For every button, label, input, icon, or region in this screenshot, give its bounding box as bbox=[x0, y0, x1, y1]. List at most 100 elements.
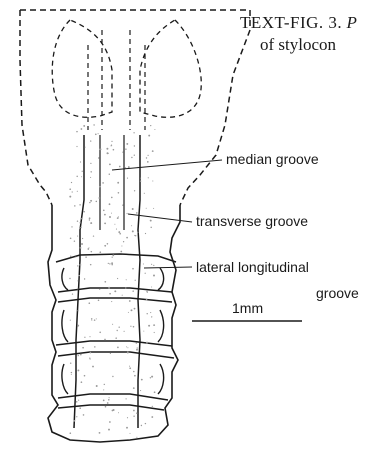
stipple-dot bbox=[99, 432, 101, 434]
stipple-dot bbox=[92, 366, 94, 368]
column-dashed-left bbox=[88, 30, 102, 130]
stipple-dot bbox=[147, 155, 148, 156]
stipple-dot bbox=[131, 157, 132, 158]
stipple-dot bbox=[108, 263, 109, 264]
stipple-dot bbox=[112, 324, 113, 325]
stipple-dot bbox=[119, 166, 121, 168]
stipple-dot bbox=[152, 406, 153, 407]
inner-lobe-right bbox=[140, 20, 201, 117]
stipple-dot bbox=[74, 205, 76, 207]
stipple-dot bbox=[80, 227, 82, 229]
stipple-dot bbox=[143, 331, 144, 332]
stipple-dot bbox=[118, 192, 120, 194]
stipple-dot bbox=[113, 149, 115, 151]
stipple-dot bbox=[77, 310, 78, 311]
stipple-dot bbox=[146, 299, 148, 301]
stipple-dot bbox=[132, 208, 134, 210]
stipple-dot bbox=[79, 275, 80, 276]
stipple-dot bbox=[145, 233, 146, 234]
stipple-dot bbox=[147, 161, 149, 163]
stipple-dot bbox=[130, 326, 131, 327]
stipple-dot bbox=[111, 141, 112, 142]
stipple-dot bbox=[145, 273, 146, 274]
stipple-dot bbox=[118, 412, 119, 413]
stipple-dot bbox=[123, 241, 124, 242]
stipple-dot bbox=[146, 157, 147, 158]
stipple-dot bbox=[127, 417, 128, 418]
stipple-dot bbox=[133, 326, 135, 328]
stipple-dot bbox=[113, 409, 115, 411]
stipple-dot bbox=[77, 265, 78, 266]
stipple-dot bbox=[118, 216, 119, 217]
stipple-dot bbox=[151, 376, 153, 378]
segment-ring-2 bbox=[56, 298, 172, 346]
stipple-dot bbox=[103, 400, 105, 402]
stipple-dot bbox=[150, 227, 151, 228]
stipple-dot bbox=[105, 406, 107, 408]
stipple-dot bbox=[130, 433, 131, 434]
stipple-dot bbox=[144, 193, 145, 194]
stipple-dot bbox=[151, 286, 152, 287]
label-transverse-groove: transverse groove bbox=[196, 213, 308, 229]
stipple-dot bbox=[84, 278, 85, 279]
stipple-dot bbox=[109, 203, 111, 205]
head-outline-dashed bbox=[20, 10, 250, 205]
stipple-dot bbox=[98, 300, 100, 302]
stipple-dot bbox=[141, 425, 142, 426]
stipple-dot bbox=[148, 177, 149, 178]
stipple-dot bbox=[79, 222, 80, 223]
stipple-dot bbox=[80, 354, 82, 356]
stipple-dot bbox=[146, 208, 147, 209]
stipple-dot bbox=[79, 264, 81, 266]
stipple-dot bbox=[76, 416, 77, 417]
stipple-dot bbox=[126, 237, 128, 239]
stipple-dot bbox=[111, 145, 112, 146]
stipple-dot bbox=[137, 232, 138, 233]
stipple-dot bbox=[102, 182, 104, 184]
stipple-dot bbox=[125, 148, 127, 150]
stipple-dot bbox=[111, 301, 112, 302]
stipple-dot bbox=[134, 145, 135, 146]
stipple-dot bbox=[126, 143, 128, 145]
stipple-dot bbox=[125, 167, 126, 168]
stipple-dot bbox=[107, 243, 109, 245]
stipple-dot bbox=[104, 222, 106, 224]
stipple-dot bbox=[115, 337, 117, 339]
stipple-dot bbox=[109, 421, 111, 423]
stipple-dot bbox=[151, 416, 153, 418]
stipple-dot bbox=[134, 308, 136, 310]
stipple-dot bbox=[134, 190, 135, 191]
stipple-dot bbox=[98, 197, 100, 199]
stipple-dot bbox=[104, 281, 106, 283]
label-median-groove: median groove bbox=[226, 151, 319, 167]
stipple-dot bbox=[109, 263, 110, 264]
stipple-dot bbox=[77, 191, 78, 192]
stipple-dot bbox=[128, 166, 130, 168]
stipple-dot bbox=[112, 376, 113, 377]
stipple-dot bbox=[109, 164, 111, 166]
stipple-dot bbox=[151, 264, 152, 265]
stipple-dot bbox=[87, 248, 89, 250]
stipple-dot bbox=[80, 247, 82, 249]
stipple-dot bbox=[118, 231, 120, 233]
stipple-dot bbox=[74, 240, 75, 241]
stipple-dot bbox=[126, 346, 127, 347]
stipple-dot bbox=[145, 423, 146, 424]
stipple-dot bbox=[79, 228, 80, 229]
stipple-dot bbox=[76, 401, 78, 403]
stipple-dot bbox=[90, 171, 91, 172]
stipple-dot bbox=[91, 320, 92, 321]
stipple-dot bbox=[114, 290, 116, 292]
stipple-dot bbox=[70, 256, 72, 258]
stipple-dot bbox=[137, 347, 138, 348]
stipple-dot bbox=[116, 229, 117, 230]
leader-median-groove bbox=[112, 160, 222, 170]
stipple-dot bbox=[133, 132, 134, 133]
stipple-dot bbox=[83, 125, 85, 127]
stipple-dot bbox=[108, 429, 110, 431]
stipple-dot bbox=[124, 331, 125, 332]
label-groove: groove bbox=[316, 285, 359, 301]
stipple-dot bbox=[136, 343, 137, 344]
stipple-dot bbox=[141, 379, 143, 381]
stipple-dot bbox=[122, 295, 123, 296]
